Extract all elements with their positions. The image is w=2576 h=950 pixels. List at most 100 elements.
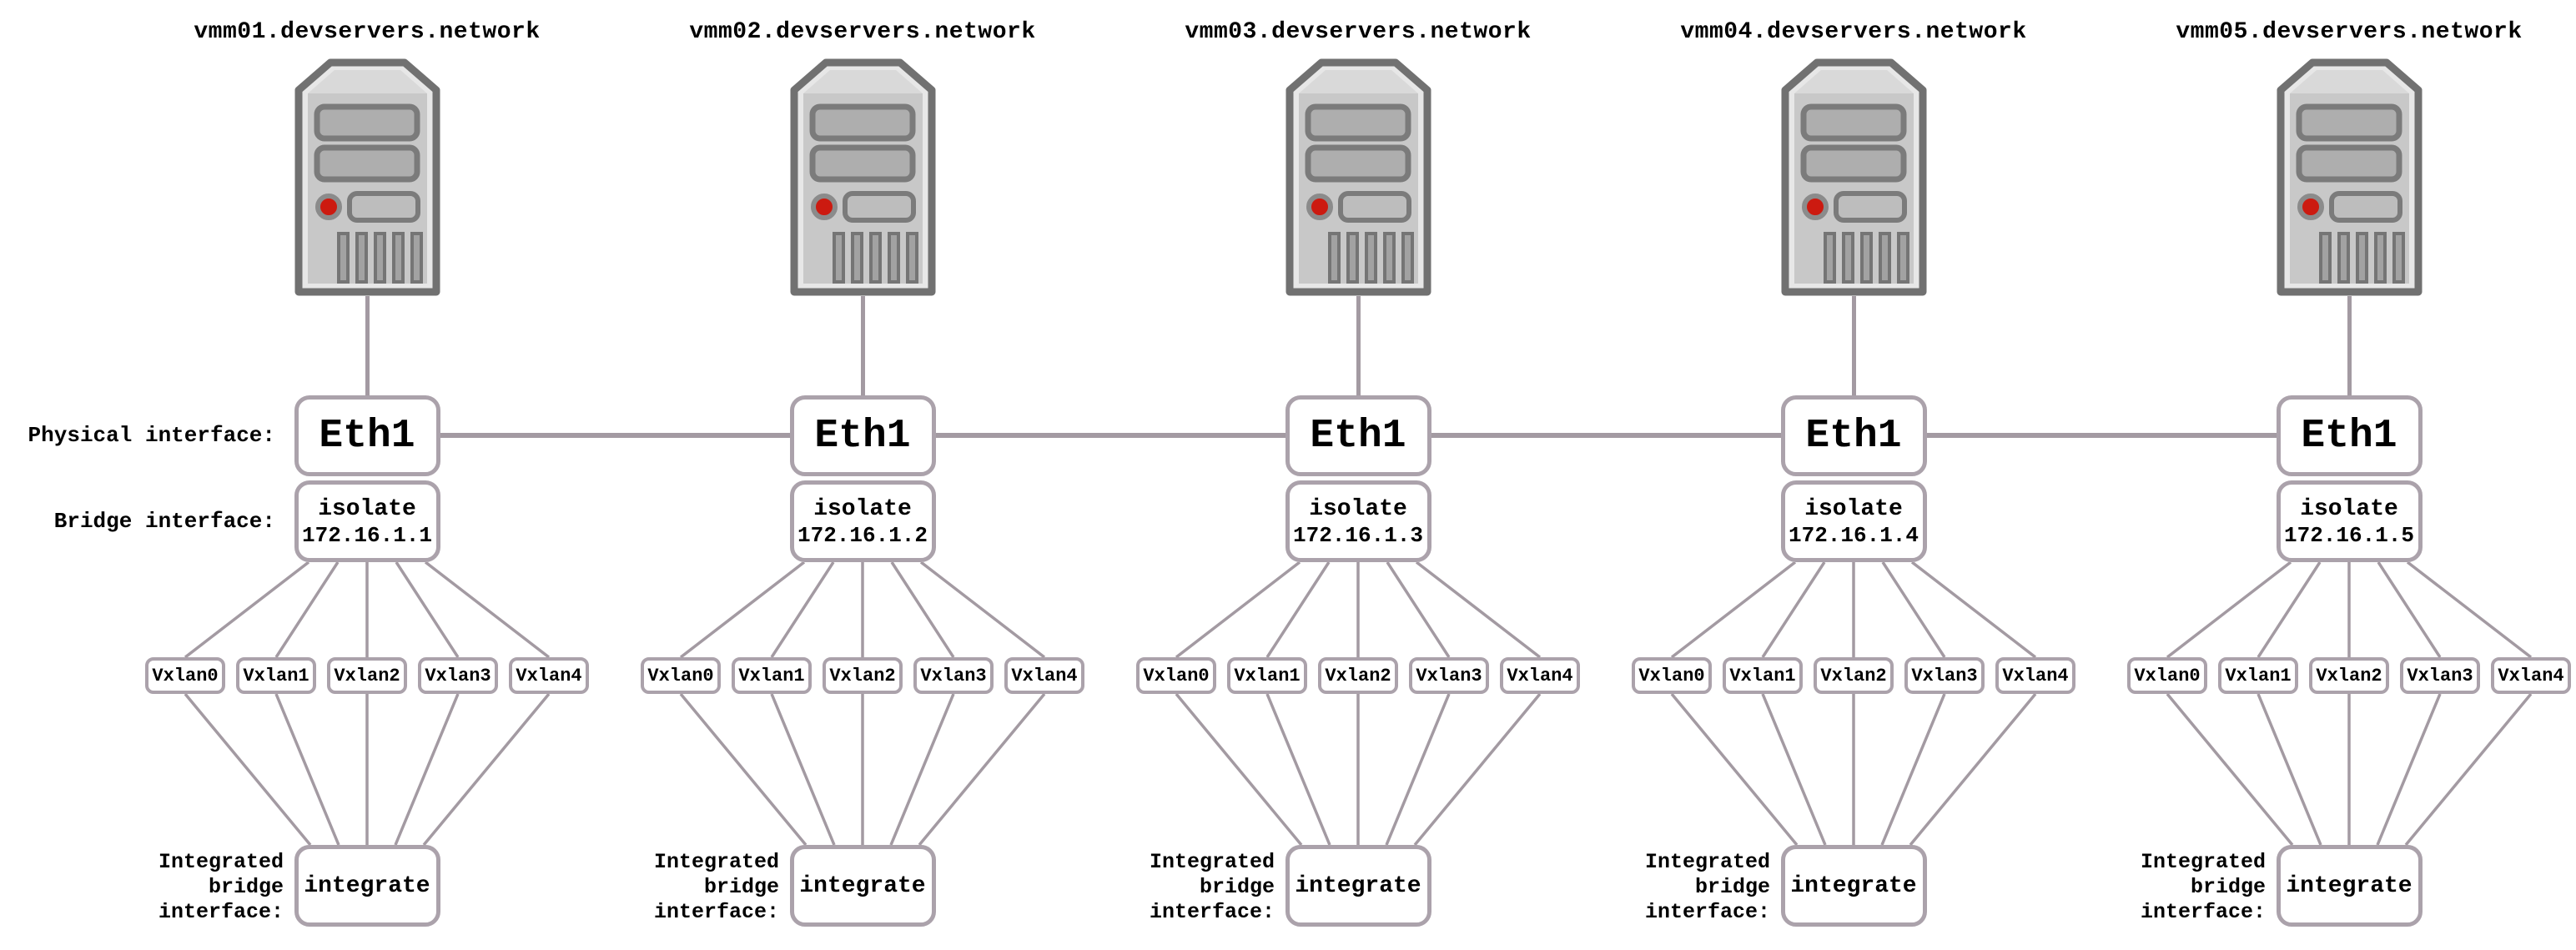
integrated-bridge-row: Integrated bridge interface: integrate (119, 845, 615, 927)
drive-bay-icon (2296, 144, 2402, 183)
bridge-ip-address: 172.16.1.3 (1292, 522, 1424, 548)
integrated-bridge-name: integrate (1295, 872, 1421, 899)
integrated-bridge-row: Integrated bridge interface: integrate (1110, 845, 1606, 927)
host-name: vmm01.devservers.network (194, 19, 541, 45)
vxlan-node: Vxlan1 (1227, 657, 1307, 694)
physical-interface-node: Eth1 (1285, 395, 1431, 476)
vxlan-to-integrate-connectors (1175, 694, 1542, 845)
integrated-bridge-name: integrate (799, 872, 926, 899)
vxlan-row: Vxlan0 Vxlan1 Vxlan2 Vxlan3 Vxlan4 (1136, 657, 1580, 694)
physical-interface-node: Eth1 (2276, 395, 2423, 476)
bridge-interface-node: isolate 172.16.1.1 (294, 480, 440, 562)
power-led-icon (1801, 194, 1829, 220)
server-to-eth-connector (860, 296, 865, 395)
vxlan-node: Vxlan3 (418, 657, 498, 694)
vxlan-node: Vxlan0 (2127, 657, 2207, 694)
vxlan-node: Vxlan3 (1904, 657, 1985, 694)
drive-bay-icon (1305, 144, 1411, 183)
vxlan-node: Vxlan1 (1723, 657, 1803, 694)
vxlan-node: Vxlan0 (641, 657, 721, 694)
drive-slot-icon (842, 191, 916, 223)
host-name: vmm02.devservers.network (689, 19, 1036, 45)
server-to-eth-connector (1851, 296, 1856, 395)
host-column: vmm03.devservers.network (1110, 0, 1606, 927)
server-to-eth-connector (1356, 296, 1361, 395)
bridge-interface-node: isolate 172.16.1.5 (2276, 480, 2423, 562)
server-tower-icon (790, 58, 935, 296)
power-led-icon (2297, 194, 2324, 220)
bridge-to-vxlan-connectors (184, 562, 551, 657)
host-columns: vmm01.devservers.network (119, 0, 2576, 927)
physical-interface-name: Eth1 (814, 413, 911, 459)
integrated-bridge-caption: Integrated bridge interface: (158, 850, 284, 924)
integrated-bridge-node: integrate (1285, 845, 1431, 927)
server-icon (1781, 58, 1927, 296)
vxlan-node: Vxlan4 (1995, 657, 2075, 694)
drive-slot-icon (2328, 191, 2402, 223)
vxlan-to-integrate-connectors (1670, 694, 2037, 845)
bridge-name: isolate (1309, 495, 1407, 522)
integrated-bridge-row: Integrated bridge interface: integrate (615, 845, 1110, 927)
vxlan-node: Vxlan4 (1004, 657, 1084, 694)
physical-interface-name: Eth1 (2301, 413, 2397, 459)
vxlan-to-integrate-connectors (184, 694, 551, 845)
host-name: vmm04.devservers.network (1680, 19, 2027, 45)
drive-bay-icon (809, 103, 915, 142)
host-column: vmm04.devservers.network (1606, 0, 2101, 927)
physical-interface-name: Eth1 (319, 413, 415, 459)
integrated-bridge-caption: Integrated bridge interface: (1149, 850, 1275, 924)
vxlan-node: Vxlan3 (913, 657, 994, 694)
vent-slats-icon (1327, 232, 1414, 284)
power-led-icon (1306, 194, 1333, 220)
bridge-to-vxlan-connectors (2166, 562, 2533, 657)
vxlan-to-integrate-connectors (2166, 694, 2533, 845)
physical-interface-node: Eth1 (789, 395, 936, 476)
server-icon (790, 58, 936, 296)
physical-interface-node: Eth1 (294, 395, 440, 476)
vxlan-node: Vxlan3 (1409, 657, 1489, 694)
server-icon (1285, 58, 1431, 296)
host-column: vmm05.devservers.network (2101, 0, 2576, 927)
server-icon (294, 58, 440, 296)
integrated-bridge-name: integrate (304, 872, 430, 899)
server-tower-icon (294, 58, 440, 296)
vxlan-row: Vxlan0 Vxlan1 Vxlan2 Vxlan3 Vxlan4 (145, 657, 589, 694)
bridge-name: isolate (813, 495, 912, 522)
vxlan-node: Vxlan2 (823, 657, 903, 694)
vxlan-to-integrate-connectors (679, 694, 1046, 845)
integrated-bridge-name: integrate (2286, 872, 2412, 899)
vxlan-node: Vxlan4 (1500, 657, 1580, 694)
vxlan-node: Vxlan4 (2491, 657, 2571, 694)
bridge-interface-caption: Bridge interface: (53, 509, 275, 534)
integrated-bridge-caption: Integrated bridge interface: (653, 850, 779, 924)
vxlan-node: Vxlan0 (145, 657, 225, 694)
bridge-to-vxlan-connectors (1670, 562, 2037, 657)
vxlan-row: Vxlan0 Vxlan1 Vxlan2 Vxlan3 Vxlan4 (2127, 657, 2571, 694)
bridge-to-vxlan-connectors (1175, 562, 1542, 657)
bridge-interface-node: isolate 172.16.1.3 (1285, 480, 1431, 562)
integrated-bridge-row: Integrated bridge interface: integrate (1606, 845, 2101, 927)
vxlan-node: Vxlan3 (2400, 657, 2480, 694)
server-tower-icon (1285, 58, 1431, 296)
server-to-eth-connector (365, 296, 370, 395)
vent-slats-icon (1823, 232, 1909, 284)
host-column: vmm02.devservers.network (615, 0, 1110, 927)
physical-interface-name: Eth1 (1805, 413, 1902, 459)
integrated-bridge-node: integrate (2276, 845, 2423, 927)
physical-interface-node: Eth1 (1780, 395, 1927, 476)
vxlan-node: Vxlan2 (1814, 657, 1894, 694)
vxlan-node: Vxlan0 (1136, 657, 1216, 694)
vxlan-node: Vxlan4 (509, 657, 589, 694)
server-to-eth-connector (2347, 296, 2352, 395)
bridge-name: isolate (1804, 495, 1903, 522)
vxlan-row: Vxlan0 Vxlan1 Vxlan2 Vxlan3 Vxlan4 (641, 657, 1084, 694)
host-name: vmm05.devservers.network (2176, 19, 2523, 45)
server-tower-icon (1781, 58, 1926, 296)
drive-bay-icon (314, 103, 420, 142)
bridge-ip-address: 172.16.1.5 (2283, 522, 2415, 548)
integrated-bridge-node: integrate (1780, 845, 1927, 927)
vent-slats-icon (336, 232, 423, 284)
drive-slot-icon (1337, 191, 1411, 223)
physical-interface-name: Eth1 (1310, 413, 1406, 459)
